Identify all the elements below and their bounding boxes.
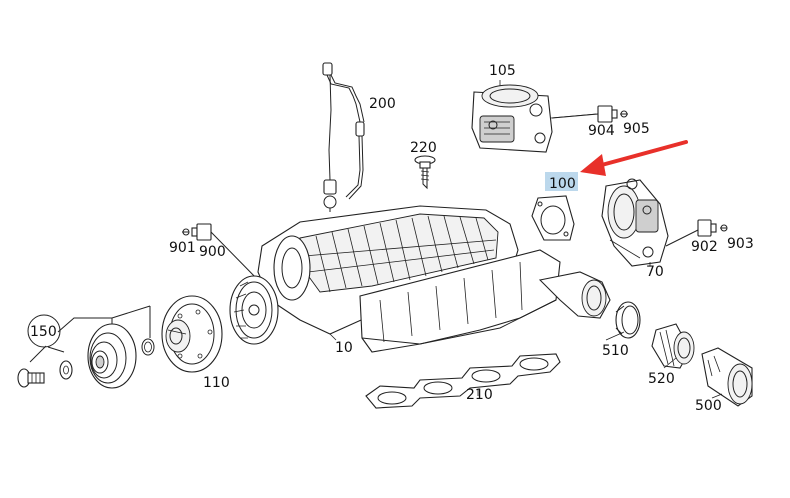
part-905-pin[interactable] <box>620 110 628 118</box>
part-10-supercharger[interactable] <box>229 205 611 353</box>
label-900[interactable]: 900 <box>199 244 226 260</box>
part-110-pulley[interactable] <box>161 295 223 373</box>
label-70[interactable]: 70 <box>646 264 664 280</box>
label-150[interactable]: 150 <box>30 324 57 340</box>
part-70-throttle-body[interactable] <box>601 178 669 267</box>
highlight-box <box>545 172 578 191</box>
label-903[interactable]: 903 <box>727 236 754 252</box>
label-150-circle <box>27 314 61 348</box>
part-500-hose[interactable] <box>701 347 753 407</box>
part-150-pulley-assembly[interactable] <box>17 305 155 389</box>
label-210[interactable]: 210 <box>466 387 493 403</box>
label-902[interactable]: 902 <box>691 239 718 255</box>
part-903-pin[interactable] <box>720 224 728 232</box>
part-520-coupling[interactable] <box>651 323 695 369</box>
leader-lines <box>167 80 723 399</box>
part-200-sensor-cable[interactable] <box>322 62 365 212</box>
label-105[interactable]: 105 <box>489 63 516 79</box>
part-900-connector[interactable] <box>191 223 263 285</box>
part-901-pin[interactable] <box>182 228 190 236</box>
part-105-throttle-body[interactable] <box>471 84 553 153</box>
part-100-gasket[interactable] <box>531 195 575 241</box>
label-901[interactable]: 901 <box>169 240 196 256</box>
label-100[interactable]: 100 <box>549 176 576 192</box>
part-labels: 105 200 904 905 220 100 901 900 902 903 … <box>27 63 754 414</box>
label-905[interactable]: 905 <box>623 121 650 137</box>
part-220-bolt[interactable] <box>414 155 436 190</box>
label-904[interactable]: 904 <box>588 123 615 139</box>
label-520[interactable]: 520 <box>648 371 675 387</box>
label-220[interactable]: 220 <box>410 140 437 156</box>
part-510-clamp[interactable] <box>615 301 641 339</box>
label-500[interactable]: 500 <box>695 398 722 414</box>
label-110[interactable]: 110 <box>203 375 230 391</box>
part-210-manifold-gasket[interactable] <box>365 353 561 409</box>
part-902-connector[interactable] <box>665 219 717 247</box>
pointer-arrow <box>580 140 688 176</box>
label-200[interactable]: 200 <box>369 96 396 112</box>
part-904-connector[interactable] <box>551 105 618 123</box>
label-10[interactable]: 10 <box>335 340 353 356</box>
label-510[interactable]: 510 <box>602 343 629 359</box>
